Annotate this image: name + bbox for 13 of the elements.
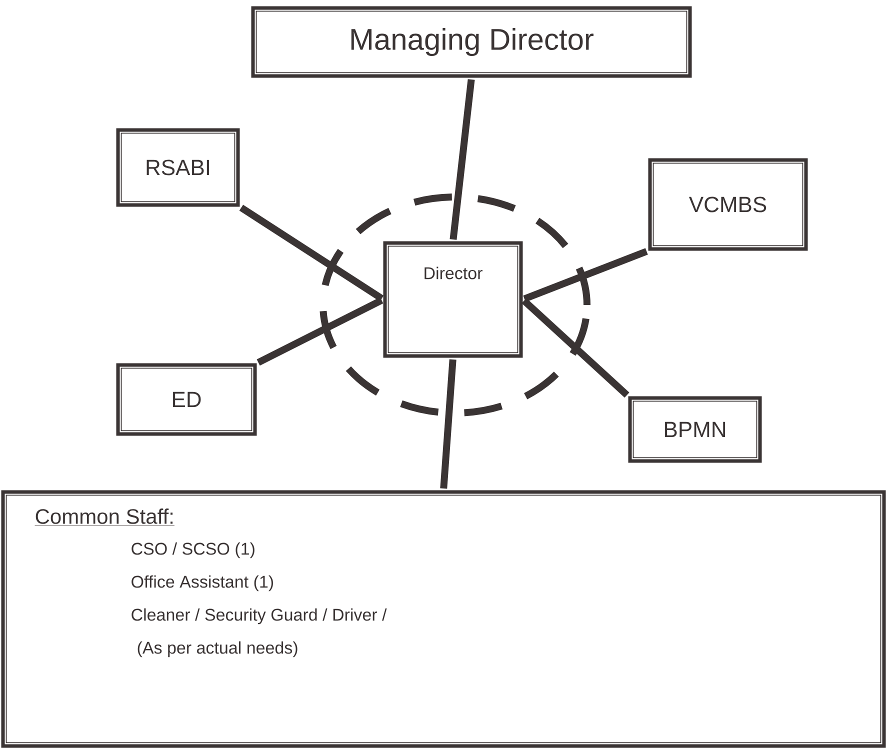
connector-line	[450, 79, 475, 240]
org-box: Director	[383, 241, 523, 358]
org-box: RSABI	[116, 128, 240, 207]
connector-line	[523, 248, 648, 302]
staff-box: Common Staff: CSO / SCSO (1) Office Assistant (1) Cleaner / Security Guard / Driver / (As per actual needs)	[1, 490, 886, 748]
org-box: ED	[116, 363, 257, 436]
connector-line	[256, 297, 384, 366]
connector-line	[440, 359, 456, 489]
org-box: BPMN	[628, 396, 762, 463]
org-box: VCMBS	[648, 158, 808, 251]
connector-line	[239, 204, 384, 302]
connector-line	[522, 298, 630, 398]
org-box: Managing Director	[251, 6, 692, 78]
